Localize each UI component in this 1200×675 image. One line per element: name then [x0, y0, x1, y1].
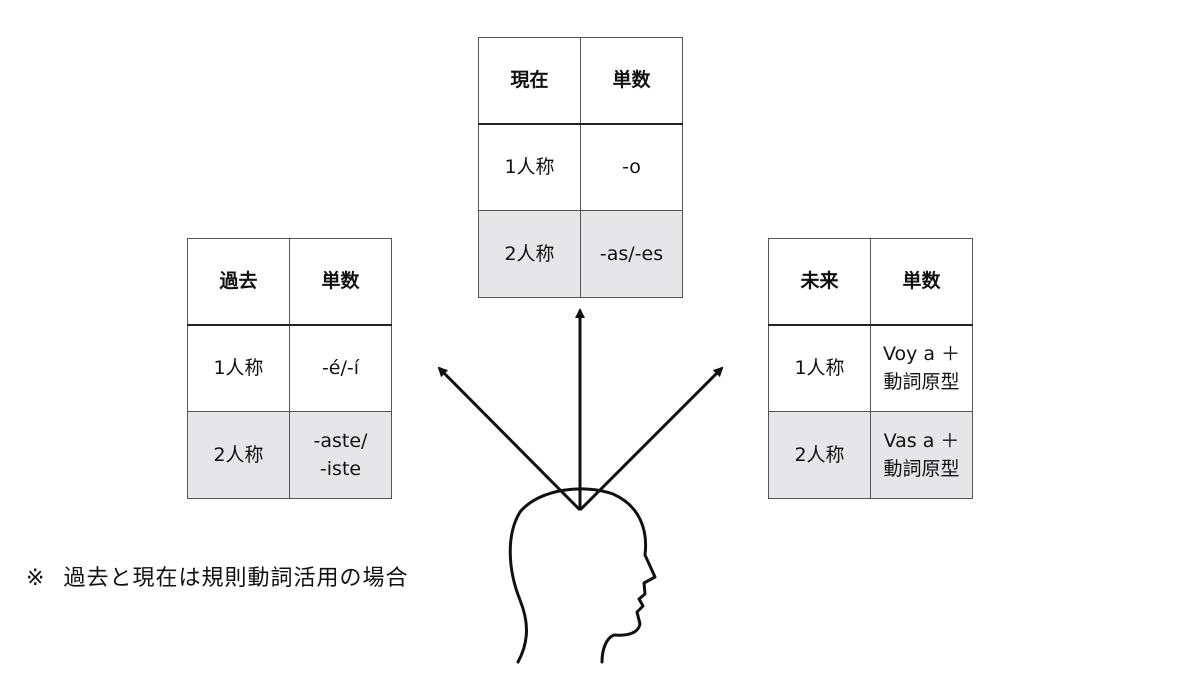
- ending-cell: -aste/-iste: [289, 411, 392, 499]
- arrows-group: [437, 308, 724, 512]
- number-header: 単数: [289, 238, 392, 326]
- future-tense-header: 未来: [768, 238, 871, 326]
- arrow-to-past: [437, 366, 582, 512]
- table-row: 2人称 -aste/-iste: [187, 411, 392, 499]
- person-cell: 2人称: [187, 411, 290, 499]
- ending-cell: -o: [580, 123, 683, 211]
- number-header: 単数: [580, 37, 683, 125]
- future-conjugation-table: 未来 単数 1人称 Voy a ＋動詞原型 2人称 Vas a ＋動詞原型: [768, 238, 973, 499]
- person-cell: 2人称: [768, 411, 871, 499]
- person-cell: 2人称: [478, 210, 581, 298]
- ending-cell: -é/-í: [289, 324, 392, 412]
- present-tense-header: 現在: [478, 37, 581, 125]
- person-cell: 1人称: [768, 324, 871, 412]
- past-conjugation-table: 過去 単数 1人称 -é/-í 2人称 -aste/-iste: [187, 238, 392, 499]
- table-row: 2人称 Vas a ＋動詞原型: [768, 411, 973, 499]
- person-cell: 1人称: [187, 324, 290, 412]
- arrow-to-future: [578, 366, 724, 512]
- footnote-text: 過去と現在は規則動詞活用の場合: [63, 566, 409, 591]
- table-row: 1人称 Voy a ＋動詞原型: [768, 324, 973, 412]
- footnote: ※ 過去と現在は規則動詞活用の場合: [26, 560, 408, 592]
- table-header-row: 未来 単数: [768, 238, 973, 326]
- head-silhouette-icon: [508, 487, 657, 664]
- past-tense-header: 過去: [187, 238, 290, 326]
- ending-cell: Voy a ＋動詞原型: [870, 324, 973, 412]
- table-row: 2人称 -as/-es: [478, 210, 683, 298]
- number-header: 単数: [870, 238, 973, 326]
- table-row: 1人称 -o: [478, 123, 683, 211]
- reference-mark: ※: [26, 566, 46, 591]
- table-header-row: 過去 単数: [187, 238, 392, 326]
- ending-cell: Vas a ＋動詞原型: [870, 411, 973, 499]
- ending-cell: -as/-es: [580, 210, 683, 298]
- table-row: 1人称 -é/-í: [187, 324, 392, 412]
- table-header-row: 現在 単数: [478, 37, 683, 125]
- person-cell: 1人称: [478, 123, 581, 211]
- present-conjugation-table: 現在 単数 1人称 -o 2人称 -as/-es: [478, 37, 683, 298]
